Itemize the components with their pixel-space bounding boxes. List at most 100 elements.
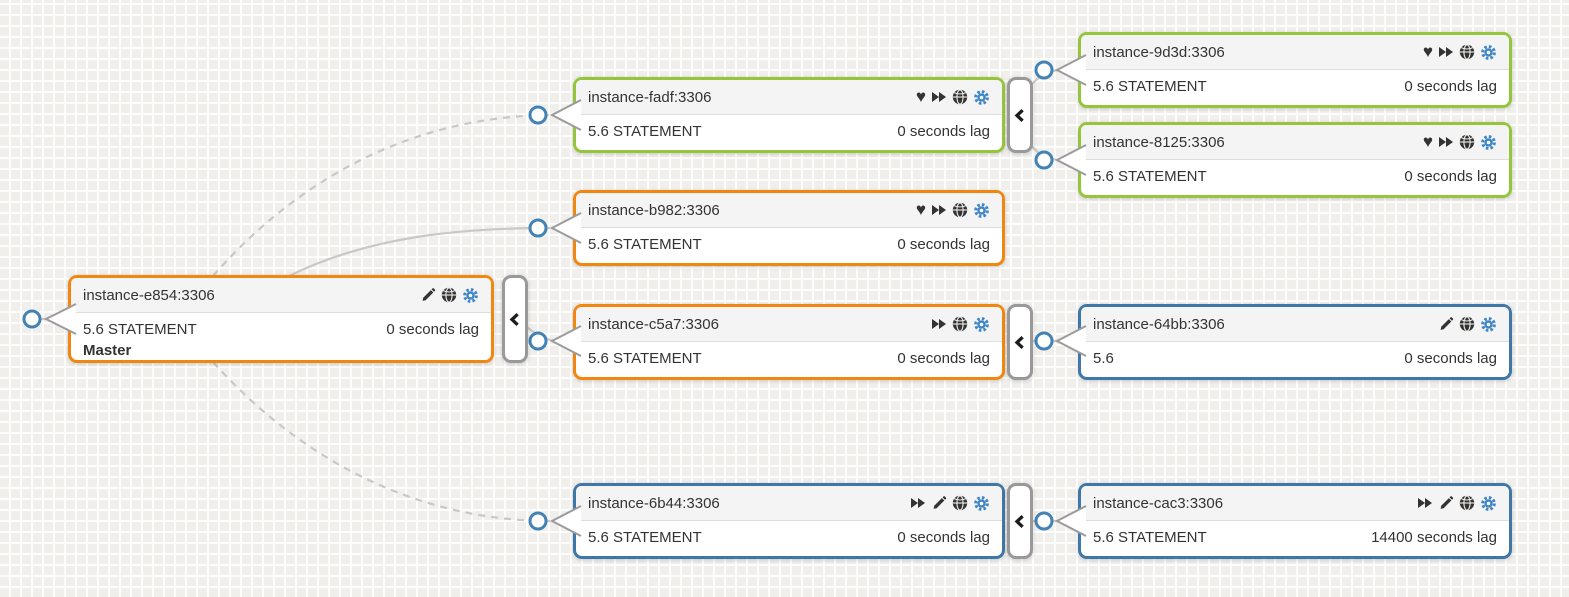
replication-edge <box>288 226 551 277</box>
node-body: 5.6 STATEMENT 0 seconds lag <box>576 521 1002 549</box>
instance-title[interactable]: instance-c5a7:3306 <box>588 315 719 333</box>
node-lag: 0 seconds lag <box>897 529 990 546</box>
collapse-button[interactable] <box>1007 77 1033 153</box>
globe-icon <box>1459 316 1475 332</box>
node-body: 5.6 STATEMENT 0 seconds lag <box>1081 70 1509 98</box>
instance-node-8125[interactable]: instance-8125:3306 ♥ 5.6 STATEMENT 0 sec… <box>1078 122 1512 198</box>
gear-icon[interactable] <box>973 89 990 106</box>
connection-port[interactable] <box>22 309 42 329</box>
instance-title[interactable]: instance-9d3d:3306 <box>1093 43 1225 61</box>
instance-title[interactable]: instance-cac3:3306 <box>1093 494 1224 512</box>
gear-icon[interactable] <box>1480 316 1497 333</box>
globe-icon <box>952 202 968 218</box>
globe-icon <box>952 495 968 511</box>
node-body: 5.6 STATEMENT 0 seconds lag <box>576 115 1002 143</box>
collapse-button[interactable] <box>1007 483 1033 559</box>
node-body: 5.6 STATEMENT 0 seconds lag Master <box>71 313 491 360</box>
node-version: 5.6 STATEMENT <box>1093 78 1207 95</box>
fast-forward-icon <box>931 91 947 103</box>
node-version: 5.6 <box>1093 350 1114 367</box>
heart-icon: ♥ <box>1422 42 1433 61</box>
pencil-icon[interactable] <box>931 495 947 511</box>
node-icons: ♥ <box>915 200 990 219</box>
gear-icon[interactable] <box>1480 495 1497 512</box>
instance-node-e854[interactable]: instance-e854:3306 5.6 STATEMENT 0 secon… <box>68 275 494 363</box>
connection-port[interactable] <box>1034 511 1054 531</box>
instance-title[interactable]: instance-b982:3306 <box>588 201 720 219</box>
fast-forward-icon <box>931 318 947 330</box>
gear-icon[interactable] <box>973 202 990 219</box>
node-lag: 0 seconds lag <box>1404 168 1497 185</box>
chevron-left-icon <box>1012 512 1029 531</box>
instance-title[interactable]: instance-fadf:3306 <box>588 88 712 106</box>
node-header: instance-b982:3306 ♥ <box>576 193 1002 228</box>
node-header: instance-c5a7:3306 <box>576 307 1002 342</box>
node-lag: 0 seconds lag <box>1404 78 1497 95</box>
node-lag: 0 seconds lag <box>386 321 479 338</box>
node-icons <box>931 316 990 333</box>
node-body: 5.6 STATEMENT 0 seconds lag <box>576 342 1002 370</box>
instance-node-9d3d[interactable]: instance-9d3d:3306 ♥ 5.6 STATEMENT 0 sec… <box>1078 32 1512 108</box>
connection-port[interactable] <box>528 105 548 125</box>
gear-icon[interactable] <box>973 495 990 512</box>
heart-icon: ♥ <box>915 200 926 219</box>
node-version: 5.6 STATEMENT <box>588 350 702 367</box>
instance-node-6b44[interactable]: instance-6b44:3306 5.6 STATEMENT 0 secon… <box>573 483 1005 559</box>
globe-icon <box>441 287 457 303</box>
node-icons: ♥ <box>1422 132 1497 151</box>
pencil-icon[interactable] <box>1438 316 1454 332</box>
instance-node-b982[interactable]: instance-b982:3306 ♥ 5.6 STATEMENT 0 sec… <box>573 190 1005 266</box>
node-icons: ♥ <box>916 88 990 106</box>
collapse-button[interactable] <box>502 275 528 363</box>
globe-icon <box>1459 495 1475 511</box>
node-body: 5.6 STATEMENT 0 seconds lag <box>1081 160 1509 188</box>
connection-port[interactable] <box>1034 150 1054 170</box>
node-header: instance-8125:3306 ♥ <box>1081 125 1509 160</box>
fast-forward-icon <box>910 497 926 509</box>
gear-icon[interactable] <box>1480 134 1497 151</box>
instance-title[interactable]: instance-8125:3306 <box>1093 133 1225 151</box>
instance-title[interactable]: instance-64bb:3306 <box>1093 315 1225 333</box>
node-body: 5.6 0 seconds lag <box>1081 342 1509 370</box>
gear-icon[interactable] <box>973 316 990 333</box>
instance-node-64bb[interactable]: instance-64bb:3306 5.6 0 seconds lag <box>1078 304 1512 380</box>
collapse-button[interactable] <box>1007 304 1033 380</box>
node-version: 5.6 STATEMENT <box>588 123 702 140</box>
node-lag: 14400 seconds lag <box>1371 529 1497 546</box>
node-header: instance-64bb:3306 <box>1081 307 1509 342</box>
fast-forward-icon <box>1417 497 1433 509</box>
node-body: 5.6 STATEMENT 14400 seconds lag <box>1081 521 1509 549</box>
connection-port[interactable] <box>1034 60 1054 80</box>
pencil-icon[interactable] <box>420 287 436 303</box>
node-icons <box>1417 495 1497 512</box>
connection-port[interactable] <box>1034 331 1054 351</box>
globe-icon <box>1459 134 1475 150</box>
node-lag: 0 seconds lag <box>897 350 990 367</box>
gear-icon[interactable] <box>1480 44 1497 61</box>
instance-title[interactable]: instance-e854:3306 <box>83 286 215 304</box>
connection-port[interactable] <box>528 511 548 531</box>
node-icons <box>420 287 479 304</box>
gear-icon[interactable] <box>462 287 479 304</box>
node-lag: 0 seconds lag <box>897 123 990 140</box>
instance-node-c5a7[interactable]: instance-c5a7:3306 5.6 STATEMENT 0 secon… <box>573 304 1005 380</box>
connection-port[interactable] <box>528 331 548 351</box>
pencil-icon[interactable] <box>1438 495 1454 511</box>
heart-icon: ♥ <box>1422 132 1433 151</box>
chevron-left-icon <box>1012 106 1029 125</box>
node-icons: ♥ <box>1422 42 1497 61</box>
globe-icon <box>1459 44 1475 60</box>
node-lag: 0 seconds lag <box>897 236 990 253</box>
node-lag: 0 seconds lag <box>1404 350 1497 367</box>
node-version: 5.6 STATEMENT <box>1093 168 1207 185</box>
connection-port[interactable] <box>528 218 548 238</box>
instance-node-fadf[interactable]: instance-fadf:3306 ♥ 5.6 STATEMENT 0 sec… <box>573 77 1005 153</box>
node-role: Master <box>83 342 132 359</box>
fast-forward-icon <box>1438 136 1454 148</box>
node-body: 5.6 STATEMENT 0 seconds lag <box>576 228 1002 256</box>
node-header: instance-6b44:3306 <box>576 486 1002 521</box>
node-version: 5.6 STATEMENT <box>588 529 702 546</box>
instance-node-cac3[interactable]: instance-cac3:3306 5.6 STATEMENT 14400 s… <box>1078 483 1512 559</box>
instance-title[interactable]: instance-6b44:3306 <box>588 494 720 512</box>
